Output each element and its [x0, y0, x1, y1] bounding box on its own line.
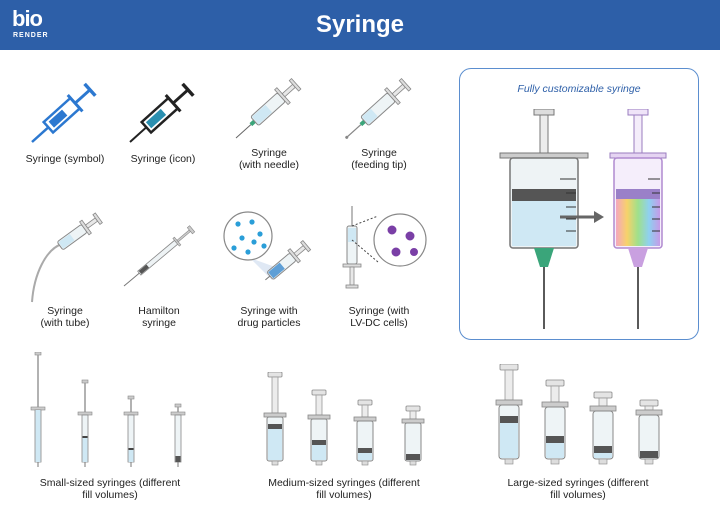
caption-syringe-feeding-tip: Syringe (feeding tip) [351, 147, 407, 171]
caption-syringe-with-tube: Syringe (with tube) [40, 305, 90, 329]
medium-syringes-illustration[interactable] [258, 372, 438, 472]
logo-text: bio [12, 6, 43, 31]
caption-medium-syringes: Medium-sized syringes (different fill vo… [268, 477, 420, 501]
syringe-with-needle-icon[interactable] [228, 68, 314, 144]
custom-panel-title: Fully customizable syringe [517, 83, 641, 95]
page-title: Syringe [315, 11, 405, 38]
custom-syringe-illustration[interactable] [480, 109, 680, 334]
caption-large-syringes: Large-sized syringes (different fill vol… [507, 477, 649, 501]
biorender-logo[interactable]: bio RENDER [10, 8, 62, 44]
caption-syringe-drug-particles: Syringe with drug particles [237, 305, 301, 329]
hamilton-syringe-icon[interactable] [120, 214, 200, 294]
custom-syringe-panel: Fully customizable syringe [459, 68, 699, 340]
caption-syringe-with-needle: Syringe (with needle) [238, 147, 300, 171]
logo-subtext: RENDER [13, 32, 49, 39]
colored-syringe-icon [609, 109, 667, 329]
syringe-icon[interactable] [120, 70, 206, 150]
caption-small-syringes: Small-sized syringes (different fill vol… [39, 477, 181, 501]
syringe-symbol-icon[interactable] [22, 70, 108, 150]
syringe-drug-particles-icon[interactable] [220, 210, 320, 300]
large-syringes-illustration[interactable] [492, 364, 672, 468]
header-bar: bio RENDER Syringe [0, 0, 720, 50]
plain-syringe-icon [499, 109, 589, 329]
caption-syringe-lv-dc-cells: Syringe (with LV-DC cells) [348, 305, 410, 329]
syringe-lv-dc-cells-icon[interactable] [338, 206, 430, 301]
caption-syringe-symbol: Syringe (symbol) [25, 153, 105, 165]
caption-syringe-icon: Syringe (icon) [130, 153, 196, 165]
caption-hamilton-syringe: Hamilton syringe [138, 305, 180, 329]
syringe-feeding-tip-icon[interactable] [338, 68, 424, 144]
small-syringes-illustration[interactable] [20, 352, 200, 470]
syringe-with-tube-icon[interactable] [24, 204, 104, 304]
